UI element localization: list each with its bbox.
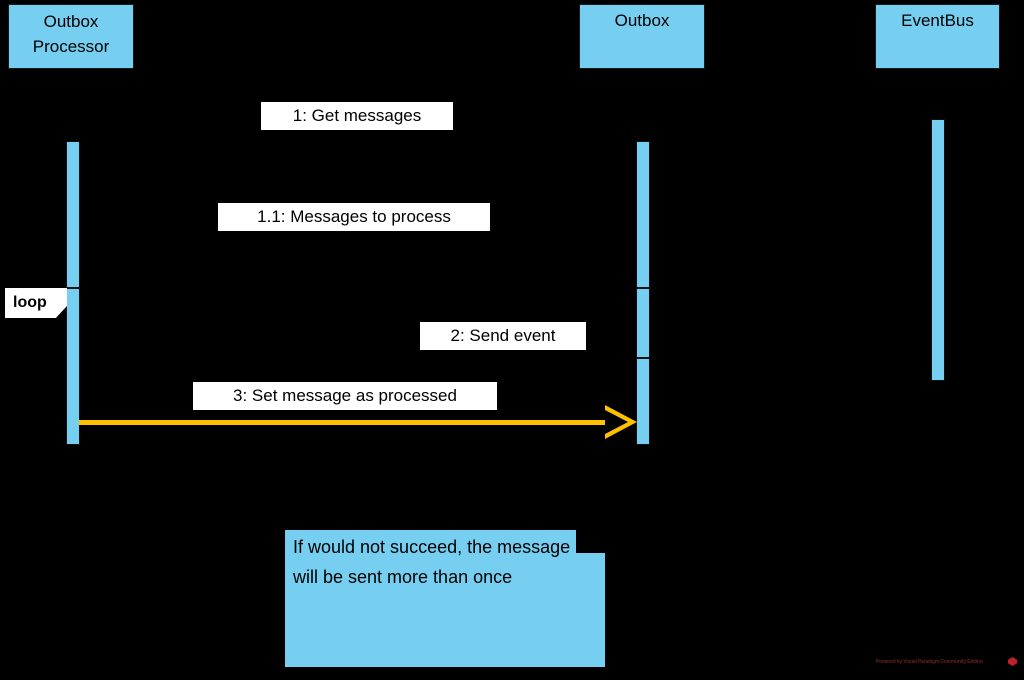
watermark-logo-icon xyxy=(1008,657,1017,666)
lifeline-label-outbox: Outbox xyxy=(614,11,670,30)
message-label-3[interactable]: 3: Set message as processed xyxy=(193,382,497,410)
lifeline-label-line1: Outbox xyxy=(43,12,99,31)
lifeline-label-line2: Processor xyxy=(32,37,110,56)
note-top-section xyxy=(285,530,576,555)
note-text: If would not succeed, the message will b… xyxy=(293,537,571,587)
watermark-text: Powered by Visual Paradigm Community Edi… xyxy=(876,659,983,665)
activation-bar-eventbus xyxy=(931,119,945,381)
note-body-section[interactable] xyxy=(285,553,605,667)
message-label-2[interactable]: 2: Send event xyxy=(420,322,586,350)
message-arrow-line-3 xyxy=(79,420,609,425)
activation-bar-outbox-3 xyxy=(636,358,650,445)
lifeline-header-outbox-processor[interactable]: Outbox Processor xyxy=(8,4,134,69)
lifeline-header-outbox[interactable]: Outbox xyxy=(579,4,705,69)
message-label-1-1[interactable]: 1.1: Messages to process xyxy=(218,203,490,231)
lifeline-header-eventbus[interactable]: EventBus xyxy=(875,4,1000,69)
activation-bar-outbox-processor-lower xyxy=(66,288,80,445)
message-label-1[interactable]: 1: Get messages xyxy=(261,102,453,130)
fragment-label-loop[interactable]: loop xyxy=(5,288,67,318)
activation-bar-outbox-processor-upper xyxy=(66,141,80,288)
activation-bar-outbox-2 xyxy=(636,288,650,358)
lifeline-label-eventbus: EventBus xyxy=(901,11,974,30)
activation-bar-outbox-1 xyxy=(636,141,650,288)
